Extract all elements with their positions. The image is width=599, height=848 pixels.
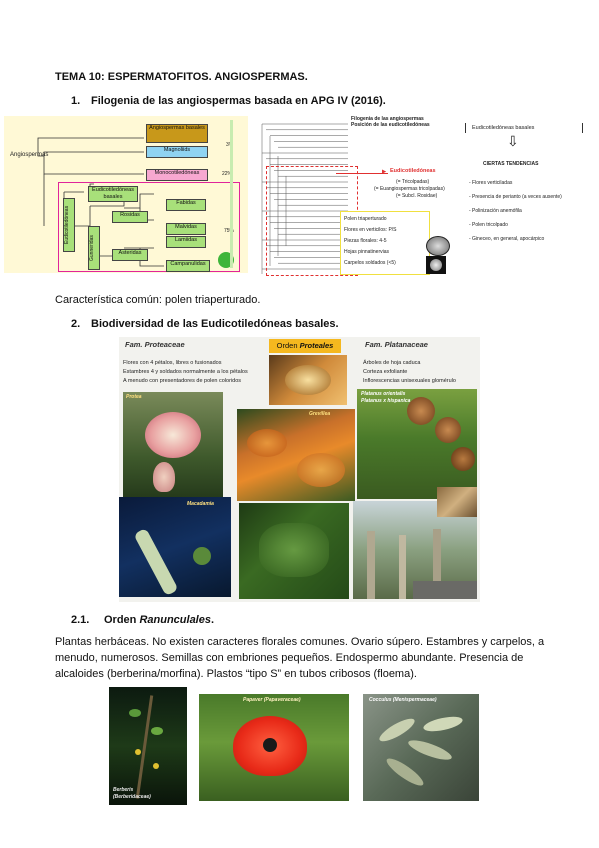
box-magnoliids: Magnoliids <box>146 146 208 158</box>
tendencias-title: CIERTAS TENDENCIAS <box>483 161 539 167</box>
label-eudicot: Eudicotiledóneas <box>390 168 436 174</box>
caption-platanus-1: Platanus orientalis <box>361 391 406 397</box>
box-rosids: Rosidas <box>112 211 148 223</box>
photo-proteales-flower <box>269 355 347 405</box>
photo-grevillea-leaves <box>239 503 349 599</box>
photo-grevillea: Grevillea <box>237 409 355 501</box>
tendencia-2: - Presencia de perianto (a veces ausente… <box>469 194 562 200</box>
box-eudicots: Eudicotiledóneas <box>63 198 75 252</box>
sub-2: (= Euangiospermas tricolpadas) <box>374 186 445 192</box>
feature-2: Flores en verticilos: P/S <box>344 227 397 233</box>
photo-macadamia: Macadamia <box>119 497 231 597</box>
cladogram-panel: Filogenia de las angiospermas Posición d… <box>256 116 450 277</box>
photo-papaver: Papaver (Papaveraceae) <box>199 694 349 801</box>
tendencias-panel: Eudicotiledóneas basales ⇩ CIERTAS TENDE… <box>459 116 595 277</box>
proteaceae-line-2: Estambres 4 y soldados normalmente a los… <box>123 369 248 375</box>
proteaceae-line-3: A menudo con presentadores de polen colo… <box>123 378 242 384</box>
feature-4: Hojas pinnatinervias <box>344 249 390 255</box>
eudicot-frame <box>58 182 240 272</box>
cladogram-branches <box>261 123 348 274</box>
box-core: Gunneridas <box>88 226 100 270</box>
pollen-image-1 <box>426 236 450 256</box>
tendencia-4: - Polen tricolpado <box>469 222 508 228</box>
caption-protea: Protea <box>126 394 142 400</box>
cladogram-title-2: Posición de las eudicotiledóneas <box>351 122 430 128</box>
box-malvids: Malvidas <box>166 223 206 235</box>
cladogram-title-1: Filogenia de las angiospermas <box>351 116 424 122</box>
fam-proteaceae: Fam. Proteaceae <box>125 340 185 349</box>
caption-platanus-2: Platanus x hispanica <box>361 398 411 404</box>
caption-berberis-2: (Berberidaceae) <box>113 794 151 800</box>
box-campanulids: Campanulidas <box>166 260 210 272</box>
platanaceae-line-1: Árboles de hoja caduca <box>363 360 421 366</box>
section-2-number: 2. <box>71 318 81 330</box>
pollen-image-2 <box>426 256 446 274</box>
section-21-prefix: Orden <box>104 614 140 626</box>
box-basal-angiosperms: Angiospermas basales <box>146 124 208 143</box>
photo-cocculus: Cocculus (Menispermaceae) <box>363 694 479 801</box>
cladogram-lines <box>261 123 348 274</box>
sub-1: (= Tricolpadas) <box>396 179 430 185</box>
photo-platanus-bark <box>437 487 477 517</box>
feature-1: Polen triaperturado <box>344 216 387 222</box>
ranunculales-paragraph: Plantas herbáceas. No existen caracteres… <box>55 636 545 680</box>
page-title: TEMA 10: ESPERMATOFITOS. ANGIOSPERMAS. <box>55 71 308 83</box>
tendencia-5: - Gineceo, en general, apocárpico <box>469 236 545 242</box>
order-prefix: Orden <box>276 341 300 350</box>
box-fabids: Fabidas <box>166 199 206 211</box>
caption-macadamia: Macadamia <box>187 501 214 507</box>
feature-3: Piezas florales: 4-5 <box>344 238 387 244</box>
phylogeny-tree-panel: Angiospermas Angiospermas basales Magnol… <box>4 116 248 273</box>
tendencias-label-box: Eudicotiledóneas basales <box>465 123 583 133</box>
proteales-figure: Fam. Proteaceae Orden Proteales Fam. Pla… <box>119 337 480 602</box>
tendencia-1: - Flores verticiladas <box>469 180 513 186</box>
arrow-head: ▶ <box>382 169 387 175</box>
proteaceae-line-1: Flores con 4 pétalos, libres o fusionado… <box>123 360 222 366</box>
box-lamiids: Lamiidas <box>166 236 206 248</box>
pct-monocots: 22% <box>222 171 233 177</box>
feature-5: Carpelos soldados (<5) <box>344 260 396 266</box>
caption-berberis-1: Berberis <box>113 787 134 793</box>
order-proteales-badge: Orden Proteales <box>269 339 341 353</box>
section-2-heading: Biodiversidad de las Eudicotiledóneas ba… <box>91 318 339 330</box>
fam-platanaceae: Fam. Platanaceae <box>365 340 428 349</box>
photo-berberis: Berberis (Berberidaceae) <box>109 687 187 805</box>
pct-eudicots: 75% <box>224 228 235 234</box>
caption-grevillea: Grevillea <box>309 411 331 417</box>
caption-cocculus: Cocculus (Menispermaceae) <box>369 697 437 703</box>
box-asterids: Asteridas <box>112 249 148 261</box>
photo-protea: Protea <box>123 392 223 500</box>
pct-basal: 3% <box>226 142 233 148</box>
down-arrow-icon: ⇩ <box>507 133 519 149</box>
order-name: Proteales <box>299 341 334 350</box>
tendencias-label: Eudicotiledóneas basales <box>472 125 535 131</box>
features-box: Polen triaperturado Flores en verticilos… <box>340 211 430 275</box>
green-bar <box>230 120 233 268</box>
box-eudicot-basal: Eudicotiledóneas basales <box>88 186 138 202</box>
common-feature: Característica común: polen triaperturad… <box>55 294 261 306</box>
section-1-number: 1. <box>71 95 81 107</box>
platanaceae-line-2: Corteza exfoliante <box>363 369 408 375</box>
arrow-line <box>336 173 388 174</box>
label-angiospermas: Angiospermas <box>10 152 49 158</box>
photo-platanus-trees <box>353 501 477 599</box>
section-21-suffix: . <box>210 614 215 626</box>
section-21-heading: Orden Ranunculales. <box>104 614 214 626</box>
phylogeny-figure: Angiospermas Angiospermas basales Magnol… <box>4 116 595 277</box>
section-21-number: 2.1. <box>71 614 90 626</box>
sub-3: (= Subcl. Rosidae) <box>396 193 438 199</box>
photo-platanus-fruit: Platanus orientalis Platanus x hispanica <box>357 389 477 499</box>
platanaceae-line-3: Inflorescencias unisexuales glomérulo <box>363 378 456 384</box>
box-monocots: Monocotiledóneas <box>146 169 208 181</box>
section-1-heading: Filogenia de las angiospermas basada en … <box>91 95 386 107</box>
tendencia-3: - Polinización anemófila <box>469 208 522 214</box>
caption-papaver: Papaver (Papaveraceae) <box>243 697 301 703</box>
section-21-name: Ranunculales <box>139 614 211 626</box>
